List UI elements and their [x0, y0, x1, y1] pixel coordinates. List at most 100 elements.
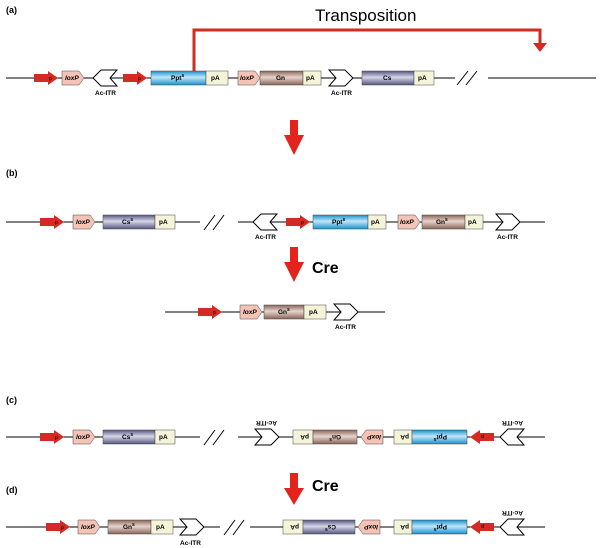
- svg-text:loxP: loxP: [243, 309, 257, 316]
- pa-box: pA: [154, 429, 176, 445]
- svg-text:pA: pA: [400, 523, 409, 530]
- svg-text:loxP: loxP: [76, 434, 90, 441]
- loxp-site: loxP: [77, 519, 101, 535]
- panel-label-b: (b): [6, 168, 18, 178]
- pa-box: pA: [367, 214, 387, 230]
- promoter-arrow: p: [123, 71, 147, 85]
- svg-text:pA: pA: [309, 309, 318, 316]
- loxp-site: loxP: [72, 429, 96, 445]
- svg-text:Ac-ITR: Ac-ITR: [497, 234, 518, 241]
- cre-arrow: [284, 473, 304, 505]
- pa-box: pA: [150, 519, 174, 535]
- pa-box: pA: [154, 214, 176, 230]
- cs-gene: Css: [302, 519, 356, 535]
- svg-text:Css: Css: [122, 217, 133, 226]
- svg-text:Ppts: Ppts: [171, 73, 184, 82]
- promoter-arrow: p: [40, 215, 64, 229]
- svg-text:p: p: [481, 523, 484, 529]
- svg-text:p: p: [61, 525, 64, 531]
- svg-text:Css: Css: [325, 523, 336, 532]
- svg-text:Ppts: Ppts: [434, 523, 447, 532]
- promoter-arrow: p: [286, 215, 310, 229]
- loxp-site: loxP: [239, 304, 263, 320]
- loxp-site: loxP: [72, 214, 96, 230]
- promoter-arrow: p: [46, 520, 70, 534]
- svg-text:Gns: Gns: [278, 307, 290, 316]
- pa-box: pA: [393, 429, 413, 445]
- panel-label-d: (d): [6, 485, 18, 495]
- svg-text:pA: pA: [300, 433, 309, 440]
- pa-box: pA: [464, 214, 484, 230]
- svg-text:pA: pA: [306, 75, 315, 82]
- pa-box: pA: [413, 70, 435, 86]
- svg-text:p: p: [49, 76, 52, 82]
- svg-text:Ac-ITR: Ac-ITR: [335, 324, 356, 331]
- cre-label: Cre: [312, 478, 339, 495]
- pa-box: pA: [302, 70, 322, 86]
- cs-gene: Css: [102, 429, 156, 445]
- svg-text:p: p: [213, 310, 216, 316]
- cs-gene: Cs: [361, 70, 415, 86]
- transposition-arrow: [192, 28, 547, 77]
- break-mark: [203, 214, 225, 231]
- loxp-site: loxP: [237, 70, 261, 86]
- svg-text:Gn: Gn: [276, 75, 285, 82]
- gn-gene: Gns: [263, 304, 305, 320]
- transposition-label: Transposition: [315, 6, 416, 25]
- svg-text:Ac-ITR: Ac-ITR: [95, 90, 116, 97]
- loxp-site: loxP: [397, 214, 421, 230]
- svg-text:Ppts: Ppts: [332, 217, 345, 226]
- cs-gene: Css: [102, 214, 156, 230]
- svg-text:Gns: Gns: [329, 433, 341, 442]
- pa-box: pA: [292, 429, 314, 445]
- svg-text:pA: pA: [159, 434, 168, 441]
- svg-text:p: p: [55, 220, 58, 226]
- loxp-site: loxP: [61, 70, 85, 86]
- panel-label-c: (c): [6, 395, 17, 405]
- ac-itr: Ac-ITR: [252, 213, 279, 241]
- promoter-arrow-reverse: p: [470, 430, 494, 444]
- svg-text:loxP: loxP: [364, 523, 378, 530]
- down-arrow: [284, 120, 304, 155]
- svg-text:pA: pA: [159, 219, 168, 226]
- svg-text:pA: pA: [468, 219, 477, 226]
- gn-gene: Gns: [312, 429, 358, 445]
- ppt-gene: Ppts: [411, 429, 468, 445]
- promoter-arrow: p: [198, 305, 222, 319]
- svg-text:loxP: loxP: [65, 75, 79, 82]
- loxp-site: loxP: [357, 519, 381, 535]
- svg-text:Ac-ITR: Ac-ITR: [502, 509, 523, 516]
- gn-gene: Gns: [107, 519, 152, 535]
- ac-itr: Ac-ITR: [253, 419, 280, 446]
- svg-text:pA: pA: [400, 433, 409, 440]
- svg-text:Cs: Cs: [383, 75, 392, 82]
- svg-text:pA: pA: [418, 75, 427, 82]
- cre-arrow: [284, 247, 304, 282]
- pa-box: pA: [205, 70, 229, 86]
- promoter-arrow-reverse: p: [470, 520, 494, 534]
- ac-itr: Ac-ITR: [494, 213, 521, 241]
- break-mark: [203, 429, 225, 446]
- promoter-arrow: p: [40, 430, 64, 444]
- ppt-gene: Ppts: [150, 70, 207, 86]
- svg-text:loxP: loxP: [240, 75, 254, 82]
- svg-text:Ac-ITR: Ac-ITR: [180, 540, 201, 547]
- ppt-gene: Ppts: [312, 214, 369, 230]
- break-mark: [456, 70, 478, 86]
- ac-itr: Ac-ITR: [178, 518, 205, 547]
- loxp-site: loxP: [360, 429, 384, 445]
- svg-text:p: p: [55, 435, 58, 441]
- svg-text:p: p: [301, 220, 304, 226]
- svg-text:pA: pA: [156, 524, 165, 531]
- svg-text:Ac-ITR: Ac-ITR: [331, 90, 352, 97]
- svg-text:pA: pA: [371, 219, 380, 226]
- promoter-arrow: p: [34, 71, 58, 85]
- svg-text:pA: pA: [290, 523, 299, 530]
- svg-text:Css: Css: [122, 432, 133, 441]
- gn-gene: Gns: [421, 214, 466, 230]
- gn-gene: Gn: [259, 70, 304, 86]
- svg-text:Ac-ITR: Ac-ITR: [502, 419, 523, 426]
- pa-box: pA: [282, 519, 304, 535]
- svg-text:loxP: loxP: [400, 219, 414, 226]
